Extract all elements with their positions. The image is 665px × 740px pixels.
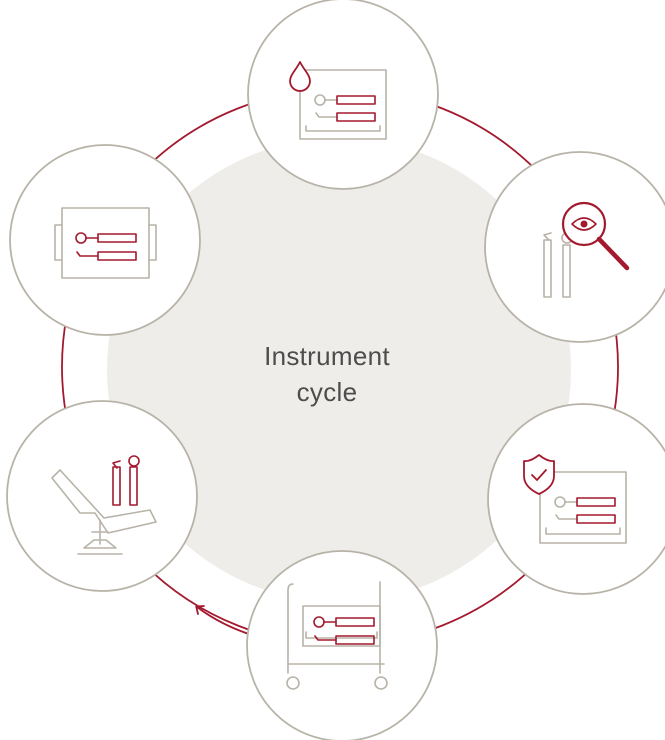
node-packaging [9, 144, 201, 336]
dental-chair-icon [51, 455, 157, 555]
title-line-2: cycle [296, 377, 358, 407]
magnifier-eye-instruments-icon [543, 201, 630, 298]
node-treatment [6, 400, 198, 592]
shield-check-tray-icon [523, 454, 627, 544]
instrument-cart-icon [286, 581, 388, 690]
title-line-1: Instrument [264, 341, 390, 371]
diagram-title: Instrument cycle [192, 338, 462, 410]
node-sterilization [487, 403, 665, 595]
node-storage [246, 550, 438, 740]
center-disc [107, 138, 571, 602]
sealed-package-icon [54, 207, 157, 279]
node-cleaning [247, 0, 439, 190]
node-inspection [484, 151, 665, 343]
drop-tray-icon [289, 61, 387, 140]
